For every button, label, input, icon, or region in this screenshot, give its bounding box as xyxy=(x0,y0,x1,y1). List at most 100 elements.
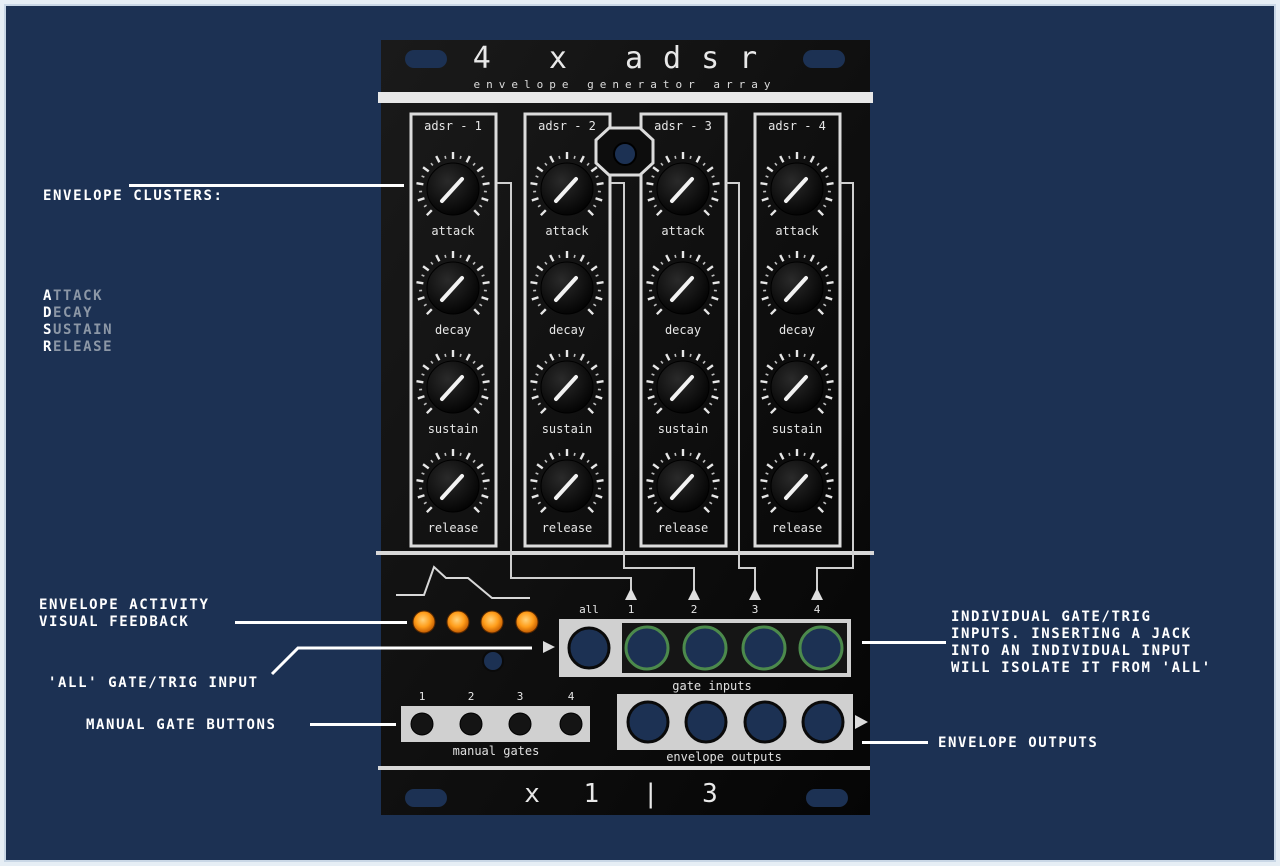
knob-tick xyxy=(425,506,433,514)
envelope-output-jack-4[interactable] xyxy=(801,700,845,744)
knob-minor-tick xyxy=(774,162,778,166)
release-knob-3[interactable] xyxy=(646,449,720,514)
knob-tick xyxy=(646,479,654,483)
knob-tick xyxy=(536,463,544,470)
knob-minor-tick xyxy=(544,360,548,364)
gate-input-label: 2 xyxy=(691,603,698,616)
release-knob-2[interactable] xyxy=(530,449,604,514)
manual-gate-button-2[interactable] xyxy=(459,712,483,736)
knob-tick xyxy=(435,155,441,163)
knob-minor-tick xyxy=(788,452,791,457)
knob-minor-tick xyxy=(651,274,655,277)
manual-gate-button-4[interactable] xyxy=(559,712,583,736)
knob-tick xyxy=(596,479,604,483)
knob-minor-tick xyxy=(595,472,599,475)
knob-minor-tick xyxy=(816,459,820,463)
knob-tick xyxy=(779,452,785,460)
decay-knob-1[interactable] xyxy=(416,251,490,316)
knob-label: decay xyxy=(665,323,701,337)
decay-knob-2[interactable] xyxy=(530,251,604,316)
adsr-word: SUSTAIN xyxy=(43,322,224,339)
attack-knob-2[interactable] xyxy=(530,152,604,217)
knob-tick xyxy=(473,308,481,316)
adsr-word-rest: ELEASE xyxy=(53,339,114,355)
knob-minor-tick xyxy=(709,303,713,307)
knob-tick xyxy=(416,479,424,483)
manual-gate-label: 1 xyxy=(419,690,426,703)
knob-tick xyxy=(712,182,720,186)
knob-tick xyxy=(435,353,441,361)
knob-tick xyxy=(530,479,538,483)
knob-label: sustain xyxy=(658,422,709,436)
envelope-output-jack-1[interactable] xyxy=(626,700,670,744)
mount-hole xyxy=(803,50,845,68)
knob-minor-tick xyxy=(674,254,677,259)
knob-tick xyxy=(703,407,711,415)
knob-pointer xyxy=(784,276,808,302)
knob-tick xyxy=(809,155,815,163)
knob-minor-tick xyxy=(660,162,664,166)
knob-minor-tick xyxy=(479,402,483,406)
knob-minor-tick xyxy=(573,353,576,358)
pointer-line-clusters xyxy=(129,184,404,187)
attack-knob-3[interactable] xyxy=(646,152,720,217)
release-knob-1[interactable] xyxy=(416,449,490,514)
gate-input-jack-2[interactable] xyxy=(682,625,728,671)
knob-tick xyxy=(820,463,828,470)
knob-tick xyxy=(711,494,719,499)
manual-gate-button-1[interactable] xyxy=(410,712,434,736)
knob-tick xyxy=(435,254,441,262)
knob-tick xyxy=(473,407,481,415)
knob-pointer xyxy=(670,474,694,500)
knob-label: sustain xyxy=(542,422,593,436)
knob-minor-tick xyxy=(544,162,548,166)
activity-led-4 xyxy=(515,610,539,634)
attack-knob-4[interactable] xyxy=(760,152,834,217)
knob-tick xyxy=(416,182,424,186)
sustain-knob-2[interactable] xyxy=(530,350,604,415)
knob-tick xyxy=(595,395,603,400)
knob-tick xyxy=(665,155,671,163)
knob-minor-tick xyxy=(479,501,483,505)
bottom-divider xyxy=(378,766,870,770)
knob-label: decay xyxy=(549,323,585,337)
knob-minor-tick xyxy=(558,155,561,160)
knob-tick xyxy=(655,308,663,316)
sustain-knob-1[interactable] xyxy=(416,350,490,415)
knob-tick xyxy=(761,395,769,400)
knob-tick xyxy=(712,479,720,483)
knob-tick xyxy=(596,182,604,186)
gate-input-jack-3[interactable] xyxy=(741,625,787,671)
all-gate-input-jack[interactable] xyxy=(567,626,611,670)
sustain-knob-3[interactable] xyxy=(646,350,720,415)
channel-label: adsr - 1 xyxy=(424,119,482,133)
knob-minor-tick xyxy=(421,274,425,277)
gate-input-jack-4[interactable] xyxy=(798,625,844,671)
knob-tick xyxy=(465,353,471,361)
knob-tick xyxy=(769,407,777,415)
envelope-output-jack-2[interactable] xyxy=(684,700,728,744)
knob-pointer xyxy=(440,276,464,302)
channel-4-frame xyxy=(753,112,842,548)
knob-tick xyxy=(761,197,769,202)
knob-tick xyxy=(779,155,785,163)
knob-tick xyxy=(826,479,834,483)
knob-pointer xyxy=(554,276,578,302)
envelope-output-jack-3[interactable] xyxy=(743,700,787,744)
gate-input-jack-1[interactable] xyxy=(624,625,670,671)
knob-tick xyxy=(435,452,441,460)
decay-knob-4[interactable] xyxy=(760,251,834,316)
knob-tick xyxy=(425,209,433,217)
release-knob-4[interactable] xyxy=(760,449,834,514)
knob-minor-tick xyxy=(660,360,664,364)
knob-pointer xyxy=(554,177,578,203)
manual-gate-button-3[interactable] xyxy=(508,712,532,736)
attack-knob-1[interactable] xyxy=(416,152,490,217)
decay-knob-3[interactable] xyxy=(646,251,720,316)
sustain-knob-4[interactable] xyxy=(760,350,834,415)
knob-minor-tick xyxy=(767,303,771,307)
knob-tick xyxy=(820,364,828,371)
knob-tick xyxy=(825,395,833,400)
knob-tick xyxy=(825,197,833,202)
